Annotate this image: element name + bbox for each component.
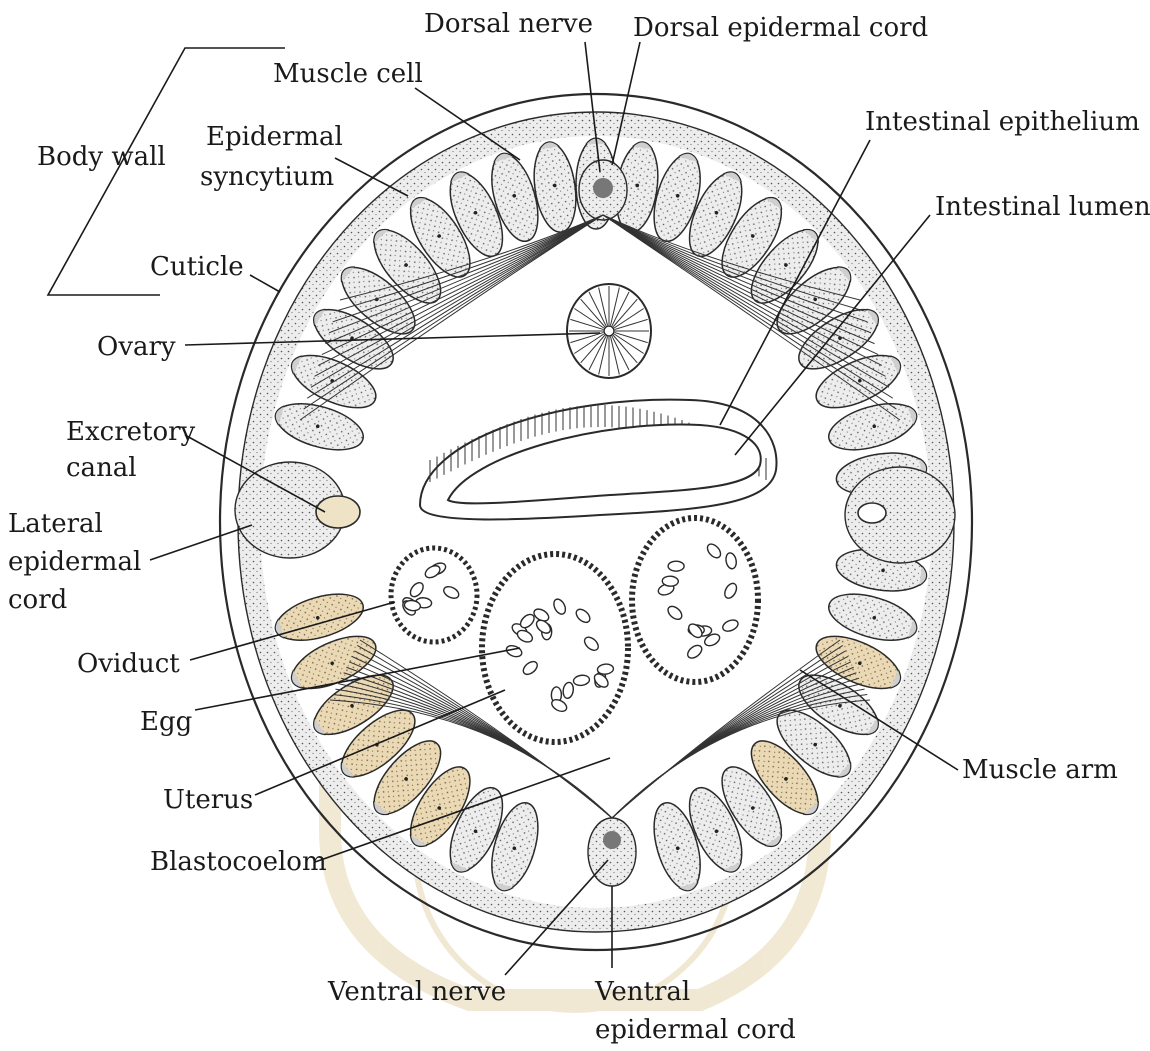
label-ventral-nerve: Ventral nerve: [327, 977, 506, 1007]
excretory-canal-left: [316, 496, 360, 528]
label-epidermal-syncytium-1: Epidermal: [206, 122, 343, 152]
label-egg: Egg: [140, 707, 192, 737]
label-ventral-epidermal-cord-2: epidermal cord: [595, 1015, 796, 1045]
label-dorsal-epidermal-cord: Dorsal epidermal cord: [633, 13, 928, 43]
oviduct: [391, 548, 477, 642]
label-epidermal-syncytium-2: syncytium: [200, 162, 334, 192]
label-excretory-canal-1: Excretory: [66, 417, 196, 447]
label-lateral-epidermal-cord-1: Lateral: [8, 509, 103, 539]
label-oviduct: Oviduct: [77, 649, 180, 679]
label-lateral-epidermal-cord-3: cord: [8, 585, 67, 615]
label-uterus: Uterus: [163, 785, 253, 815]
label-excretory-canal-2: canal: [66, 453, 137, 483]
egg: [662, 576, 678, 587]
ovary: [567, 284, 651, 378]
excretory-canal-right: [858, 503, 886, 523]
uterus-left: [482, 554, 628, 742]
label-dorsal-nerve: Dorsal nerve: [424, 9, 593, 39]
uterus-right: [632, 518, 758, 682]
label-intestinal-epithelium: Intestinal epithelium: [865, 107, 1140, 137]
dorsal-epidermal-cord: [579, 160, 627, 220]
label-ventral-epidermal-cord-1: Ventral: [594, 977, 690, 1007]
label-lateral-epidermal-cord-2: epidermal: [8, 547, 141, 577]
label-intestinal-lumen: Intestinal lumen: [935, 192, 1150, 222]
label-ovary: Ovary: [97, 332, 176, 362]
label-muscle-arm: Muscle arm: [962, 755, 1118, 785]
egg: [668, 561, 684, 571]
label-blastocoelom: Blastocoelom: [150, 847, 327, 877]
label-cuticle: Cuticle: [150, 252, 244, 282]
label-muscle-cell: Muscle cell: [273, 59, 423, 89]
ventral-epidermal-cord: [588, 818, 636, 886]
label-body-wall: Body wall: [37, 142, 166, 172]
